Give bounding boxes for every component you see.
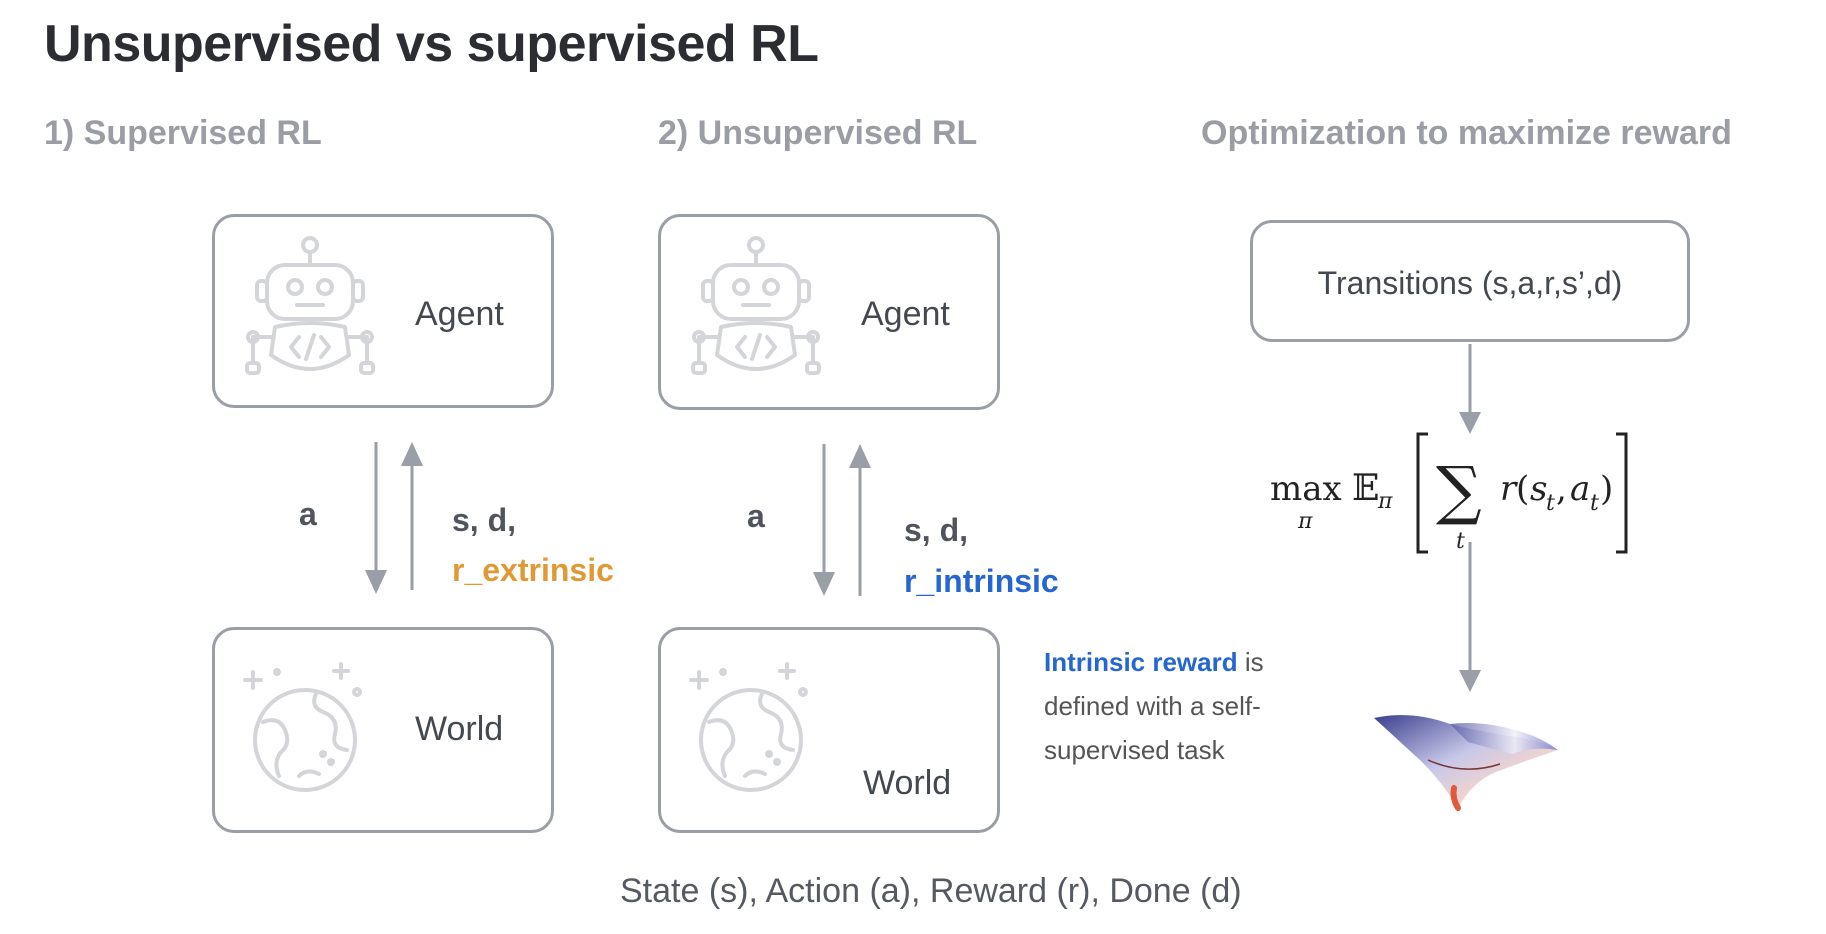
interaction-arrows-unsupervised: [813, 444, 871, 596]
world-box-supervised: World: [212, 627, 554, 833]
world-box-unsupervised: World: [658, 627, 1000, 833]
loss-landscape-image: [1374, 715, 1558, 811]
agent-label-supervised: Agent: [415, 295, 504, 333]
svg-text:π: π: [1377, 489, 1393, 514]
svg-text:π: π: [1297, 509, 1313, 534]
svg-text:(: (: [1516, 469, 1529, 509]
note-line-1: Intrinsic reward is: [1044, 640, 1344, 684]
note-line-2: defined with a self-: [1044, 691, 1261, 721]
action-label-unsupervised: a: [747, 498, 765, 534]
legend-footer: State (s), Action (a), Reward (r), Done …: [620, 872, 1242, 910]
section-title-unsupervised: 2) Unsupervised RL: [658, 114, 978, 152]
svg-text:,: ,: [1556, 469, 1567, 509]
note-highlight: Intrinsic reward: [1044, 647, 1238, 677]
robot-icon: [245, 236, 375, 375]
intrinsic-reward-note: Intrinsic reward is defined with a self-…: [1044, 640, 1344, 772]
reward-label-extrinsic: r_extrinsic: [452, 552, 614, 588]
section-title-optimization: Optimization to maximize reward: [1201, 114, 1732, 152]
transitions-box: Transitions (s,a,r,s’,d): [1250, 220, 1690, 342]
svg-text:a: a: [1570, 469, 1590, 509]
action-label-supervised: a: [299, 496, 317, 532]
svg-text:∑: ∑: [1436, 454, 1482, 528]
globe-icon: [689, 662, 808, 792]
objective-formula: max π 𝔼 π ∑ t r ( s t , a t ): [1270, 432, 1628, 554]
interaction-arrows-supervised: [365, 442, 423, 594]
svg-text:𝔼: 𝔼: [1352, 468, 1379, 509]
reward-label-intrinsic: r_intrinsic: [904, 563, 1059, 599]
agent-box-supervised: Agent: [212, 214, 554, 408]
note-line-3: supervised task: [1044, 735, 1225, 765]
world-label-unsupervised: World: [863, 764, 952, 802]
section-title-supervised: 1) Supervised RL: [44, 114, 322, 152]
svg-text:max: max: [1270, 469, 1342, 509]
globe-icon: [243, 662, 362, 792]
robot-icon: [691, 236, 821, 375]
obs-label-supervised: s, d,: [452, 502, 517, 538]
transitions-label: Transitions (s,a,r,s’,d): [1317, 265, 1623, 301]
svg-text:r: r: [1500, 469, 1518, 509]
svg-text:): ): [1600, 469, 1613, 509]
world-label-supervised: World: [415, 710, 504, 748]
flow-arrows-optimization: [1459, 344, 1481, 692]
obs-label-unsupervised: s, d,: [904, 512, 969, 548]
svg-text:t: t: [1590, 491, 1599, 516]
page-title: Unsupervised vs supervised RL: [44, 15, 819, 73]
agent-box-unsupervised: Agent: [658, 214, 1000, 410]
svg-text:s: s: [1530, 469, 1547, 509]
svg-text:t: t: [1456, 529, 1465, 554]
svg-text:t: t: [1546, 491, 1555, 516]
agent-label-unsupervised: Agent: [861, 295, 950, 333]
note-line-1-rest: is: [1237, 647, 1264, 677]
